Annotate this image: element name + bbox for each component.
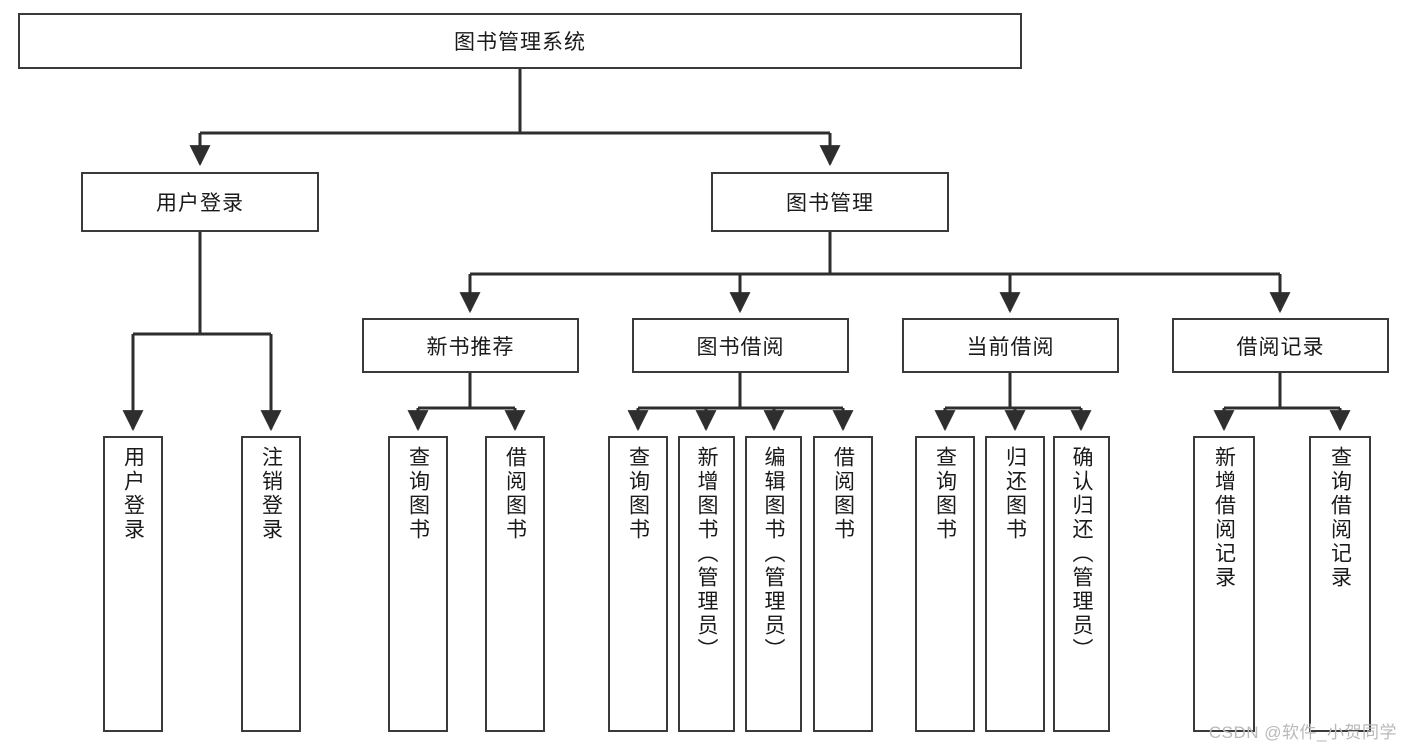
csdn-watermark: CSDN @软件_小贺同学: [1208, 723, 1397, 742]
node-user-login-label: 用户登录: [156, 192, 244, 215]
node-borrow-record[interactable]: 借阅记录: [1172, 318, 1389, 373]
node-leaf-return-book[interactable]: 归还图书: [985, 436, 1045, 732]
node-leaf-user-logout-label: 注销登录: [259, 446, 283, 542]
node-leaf-query-book-1[interactable]: 查询图书: [388, 436, 448, 732]
node-leaf-add-book-label: 新增图书（管理员）: [695, 446, 718, 662]
node-leaf-user-login[interactable]: 用户登录: [103, 436, 163, 732]
node-leaf-return-book-label: 归还图书: [1003, 446, 1027, 542]
node-leaf-borrow-book-2[interactable]: 借阅图书: [813, 436, 873, 732]
node-leaf-query-book-1-label: 查询图书: [406, 446, 430, 542]
node-leaf-borrow-book-1-label: 借阅图书: [503, 446, 527, 542]
node-leaf-borrow-book-1[interactable]: 借阅图书: [485, 436, 545, 732]
node-leaf-add-book[interactable]: 新增图书（管理员）: [678, 436, 735, 732]
node-leaf-edit-book[interactable]: 编辑图书（管理员）: [745, 436, 802, 732]
node-leaf-query-book-3[interactable]: 查询图书: [915, 436, 975, 732]
node-leaf-user-logout[interactable]: 注销登录: [241, 436, 301, 732]
node-root-label: 图书管理系统: [454, 31, 586, 54]
node-leaf-confirm-return-label: 确认归还（管理员）: [1070, 446, 1093, 662]
node-borrow-record-label: 借阅记录: [1236, 335, 1325, 359]
node-leaf-query-book-2[interactable]: 查询图书: [608, 436, 668, 732]
node-leaf-query-book-3-label: 查询图书: [933, 446, 957, 542]
node-book-manage[interactable]: 图书管理: [711, 172, 949, 232]
node-leaf-user-login-label: 用户登录: [121, 446, 145, 542]
node-leaf-borrow-book-2-label: 借阅图书: [831, 446, 855, 542]
node-leaf-query-book-2-label: 查询图书: [626, 446, 650, 542]
node-book-manage-label: 图书管理: [786, 192, 874, 215]
node-root[interactable]: 图书管理系统: [18, 13, 1022, 69]
node-new-book-recommend[interactable]: 新书推荐: [362, 318, 579, 373]
node-leaf-add-record[interactable]: 新增借阅记录: [1193, 436, 1255, 732]
node-leaf-query-record-label: 查询借阅记录: [1328, 446, 1352, 590]
node-leaf-add-record-label: 新增借阅记录: [1212, 446, 1236, 590]
node-leaf-query-record[interactable]: 查询借阅记录: [1309, 436, 1371, 732]
node-new-book-recommend-label: 新书推荐: [426, 335, 515, 359]
node-leaf-confirm-return[interactable]: 确认归还（管理员）: [1053, 436, 1110, 732]
node-book-borrow[interactable]: 图书借阅: [632, 318, 849, 373]
node-user-login[interactable]: 用户登录: [81, 172, 319, 232]
node-current-borrow-label: 当前借阅: [966, 335, 1055, 359]
node-current-borrow[interactable]: 当前借阅: [902, 318, 1119, 373]
node-leaf-edit-book-label: 编辑图书（管理员）: [762, 446, 785, 662]
node-book-borrow-label: 图书借阅: [696, 335, 785, 359]
